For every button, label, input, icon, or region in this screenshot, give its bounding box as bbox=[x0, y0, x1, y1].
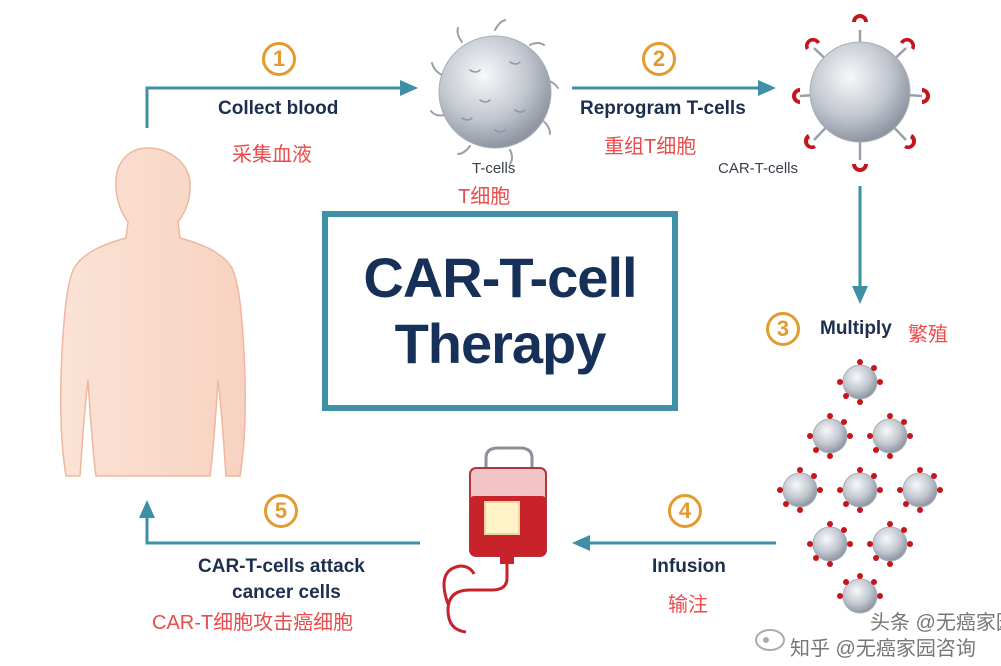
small-car-t-cell bbox=[897, 467, 943, 513]
step-5-label-line2: cancer cells bbox=[232, 582, 341, 603]
step-3-number: 3 bbox=[766, 312, 800, 346]
watermark-logo-icon bbox=[755, 629, 785, 651]
arrow-5 bbox=[139, 500, 420, 545]
step-1-number: 1 bbox=[262, 42, 296, 76]
small-car-t-cell bbox=[777, 467, 823, 513]
small-car-t-cell bbox=[867, 413, 913, 459]
multiplied-cells-cluster bbox=[777, 359, 943, 614]
step-3-label: Multiply bbox=[820, 318, 892, 339]
small-car-t-cell bbox=[867, 521, 913, 567]
title-box: CAR-T-cell Therapy bbox=[322, 211, 678, 411]
arrow-2 bbox=[572, 80, 776, 96]
t-cells-label-zh: T细胞 bbox=[458, 186, 511, 208]
arrow-1 bbox=[145, 80, 418, 128]
car-t-cell-icon bbox=[792, 14, 930, 172]
car-t-cells-label: CAR-T-cells bbox=[718, 160, 799, 177]
step-4-label-zh: 输注 bbox=[668, 594, 708, 616]
arrow-4 bbox=[572, 535, 776, 551]
t-cell-icon bbox=[430, 19, 559, 165]
step-1-label-zh: 采集血液 bbox=[232, 144, 312, 166]
small-car-t-cell bbox=[837, 573, 883, 614]
step-1-label: Collect blood bbox=[218, 98, 339, 119]
human-body-figure bbox=[59, 147, 247, 477]
t-cells-label: T-cells bbox=[472, 160, 516, 177]
step-5-label-zh: CAR-T细胞攻击癌细胞 bbox=[152, 612, 354, 634]
step-4-number: 4 bbox=[668, 494, 702, 528]
title-line-2: Therapy bbox=[394, 312, 607, 375]
step-5-label-line1: CAR-T-cells attack bbox=[198, 556, 365, 577]
step-2-label: Reprogram T-cells bbox=[580, 98, 746, 119]
step-2-label-zh: 重组T细胞 bbox=[604, 136, 697, 158]
step-5-number: 5 bbox=[264, 494, 298, 528]
arrow-3 bbox=[852, 186, 868, 304]
iv-bag-icon bbox=[442, 446, 547, 634]
title-line-1: CAR-T-cell bbox=[363, 246, 637, 309]
step-2-number: 2 bbox=[642, 42, 676, 76]
step-3-label-zh: 繁殖 bbox=[908, 324, 948, 346]
small-car-t-cell bbox=[837, 467, 883, 513]
small-car-t-cell bbox=[837, 359, 883, 405]
watermark-line-2: 知乎 @无癌家园咨询 bbox=[790, 638, 976, 660]
small-car-t-cell bbox=[807, 521, 853, 567]
small-car-t-cell bbox=[807, 413, 853, 459]
step-4-label: Infusion bbox=[652, 556, 726, 577]
watermark-line-1: 头条 @无癌家园 bbox=[870, 612, 1001, 634]
